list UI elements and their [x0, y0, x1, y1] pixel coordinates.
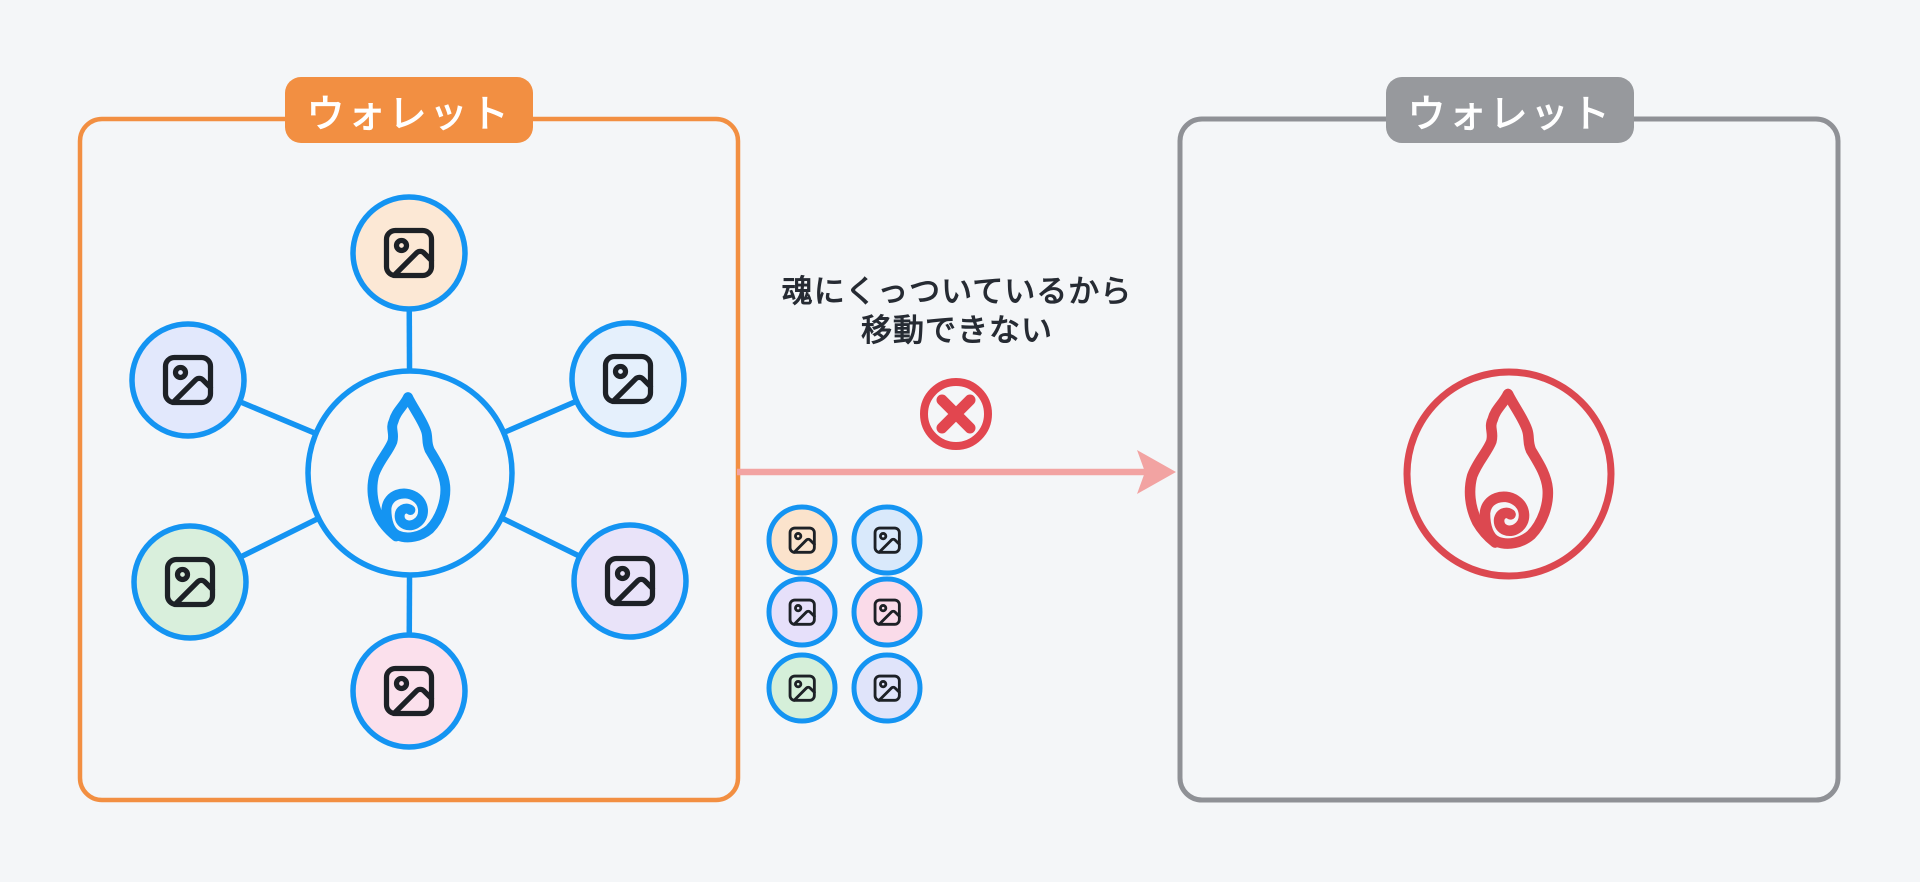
cross-mark: [936, 394, 976, 434]
blocked-caption-line2: 移動できない: [861, 313, 1053, 348]
soul-flame-icon-red: [1470, 394, 1548, 544]
right-wallet-label: ウォレット: [1386, 77, 1634, 143]
right-wallet-box: [1177, 116, 1841, 803]
transfer-arrow-head: [1137, 450, 1176, 494]
soul-hub-circle: [305, 368, 515, 578]
soul-circle-red: [1403, 368, 1615, 580]
nft-upper-left: [129, 321, 247, 439]
left-wallet-label: ウォレット: [285, 77, 533, 143]
nft-top: [350, 194, 468, 312]
nft-upper-right: [569, 320, 687, 438]
nft-chip-5: [766, 652, 838, 724]
nft-chip-2: [851, 504, 923, 576]
nft-chip-3: [766, 576, 838, 648]
blocked-caption: 魂にくっついているから 移動できない: [657, 272, 1257, 350]
nft-chip-4: [851, 576, 923, 648]
nft-lower-right: [571, 522, 689, 640]
blocked-caption-line1: 魂にくっついているから: [781, 274, 1133, 309]
nft-chip-1: [766, 504, 838, 576]
nft-bottom: [350, 632, 468, 750]
nft-lower-left: [131, 523, 249, 641]
nft-chip-6: [851, 652, 923, 724]
